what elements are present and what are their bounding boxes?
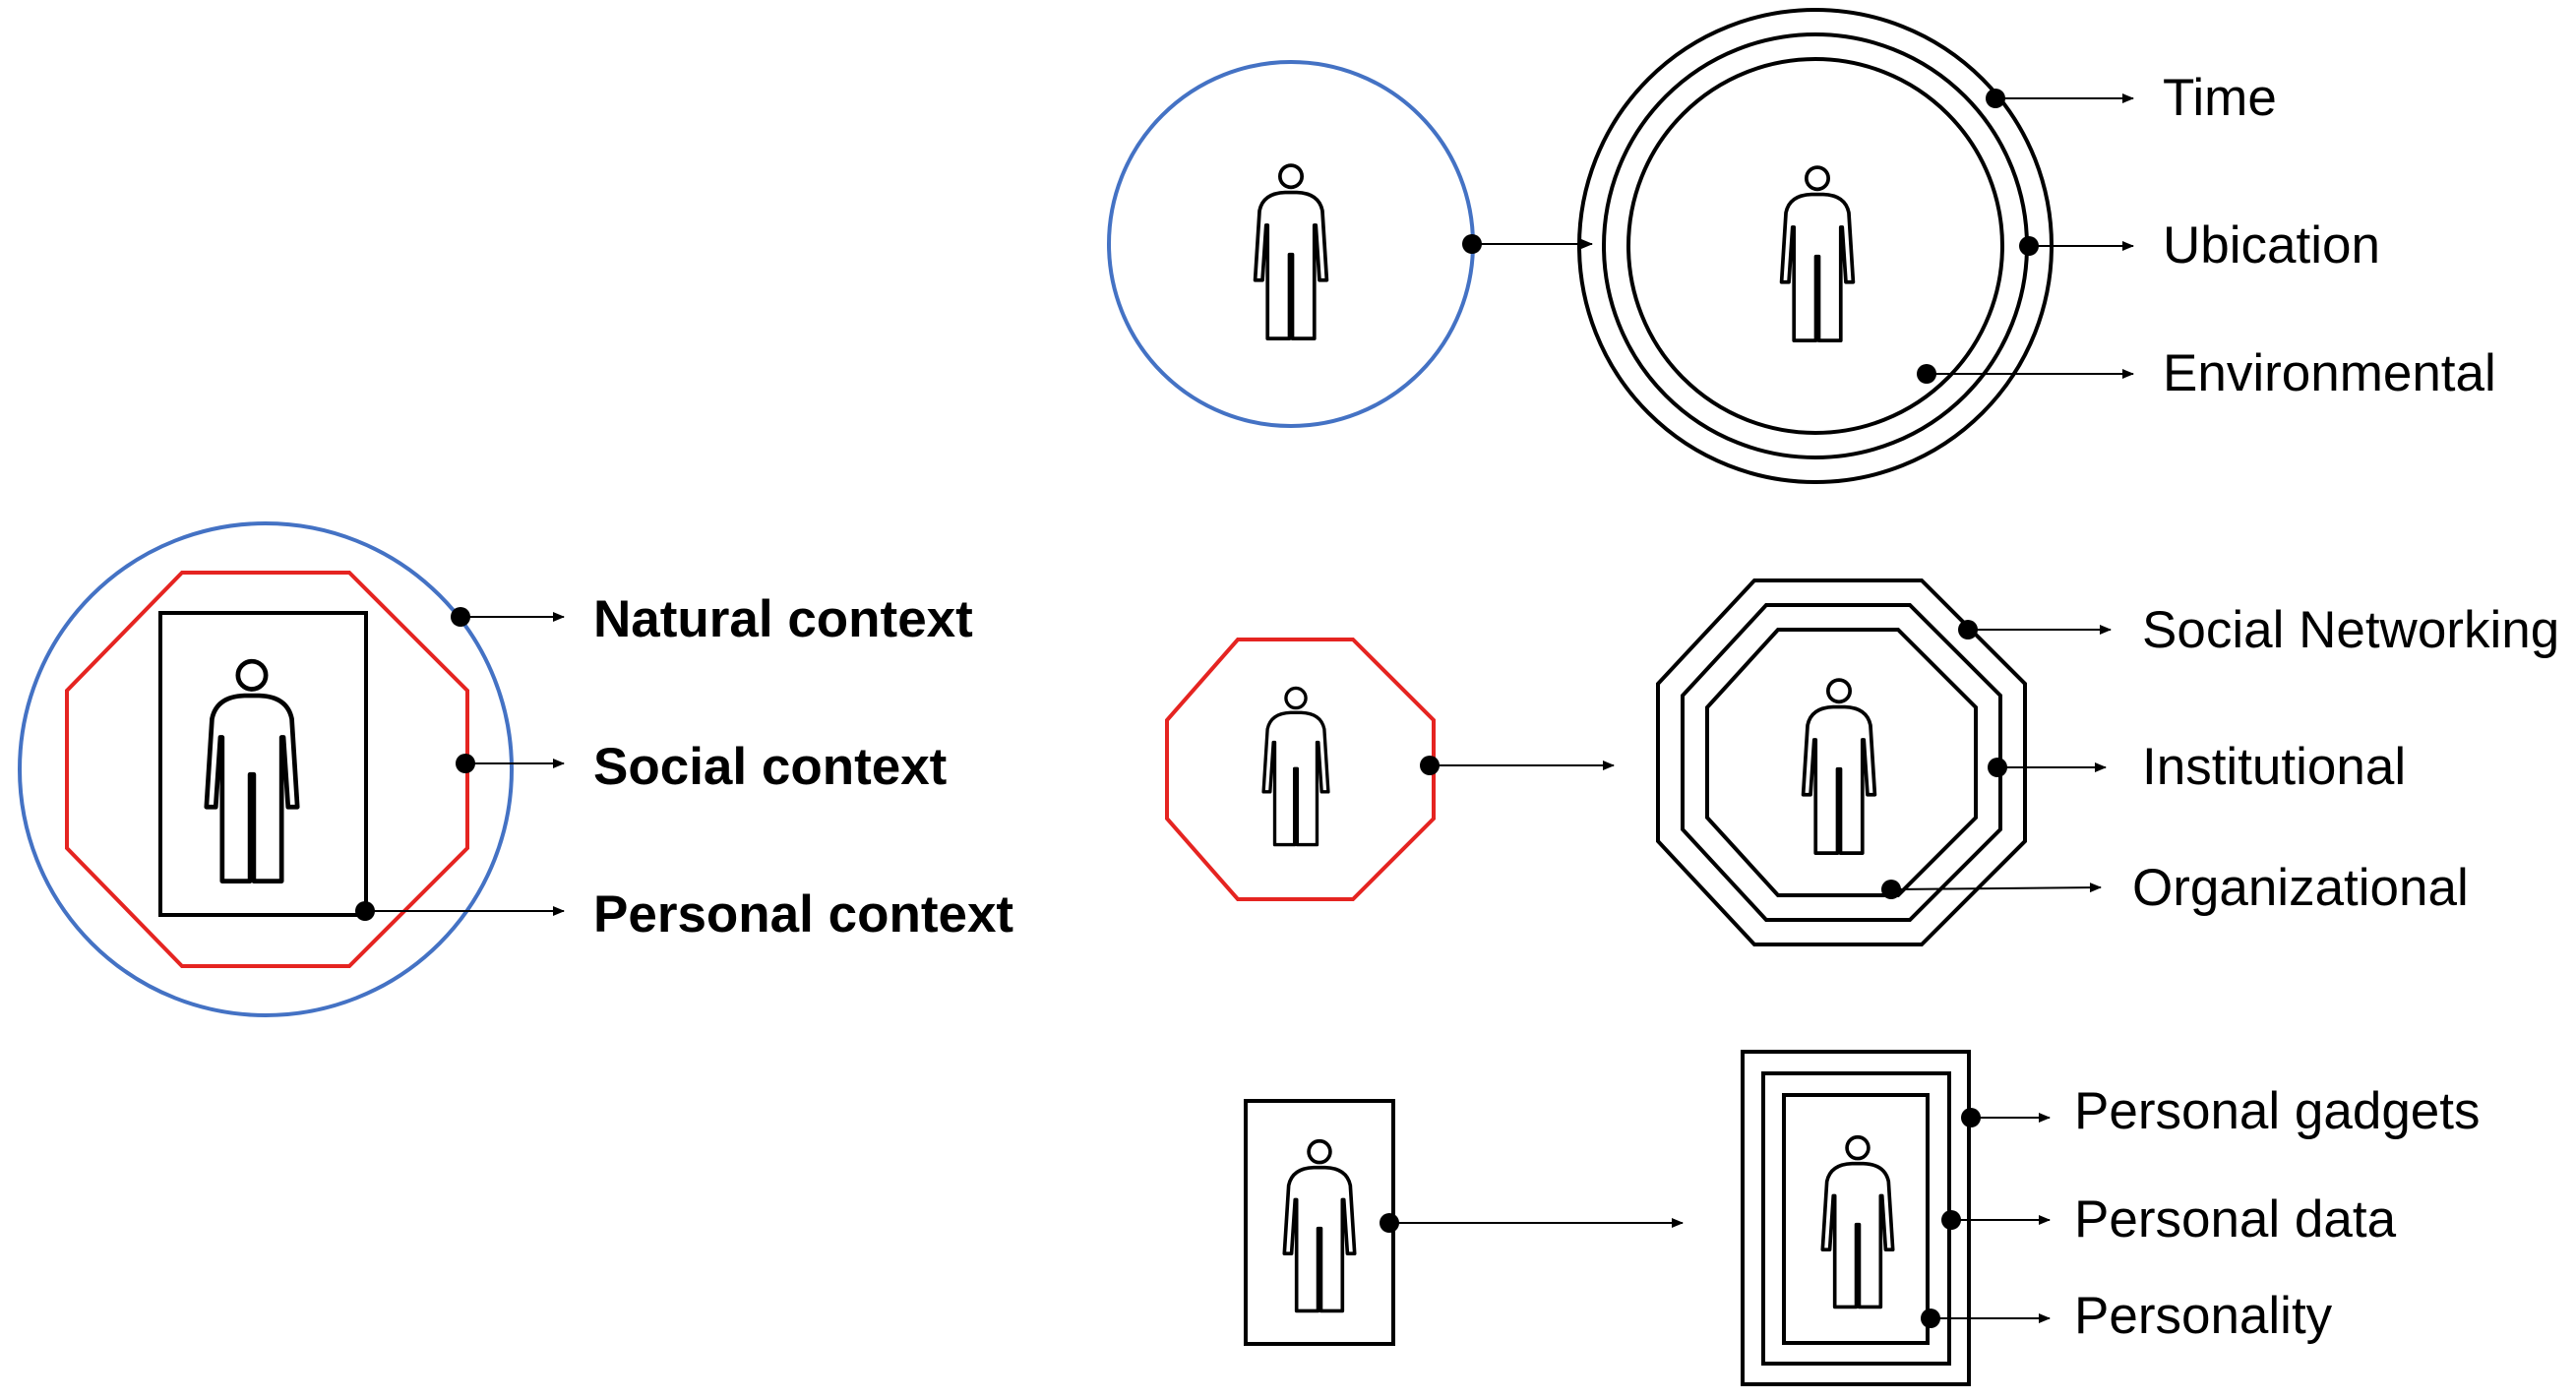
social-networking-label: Social Networking	[2142, 601, 2559, 659]
institutional-label: Institutional	[2142, 738, 2406, 796]
overview-group: Natural context Social context Personal …	[18, 521, 1013, 1017]
personal-context-rect	[158, 611, 368, 917]
overview-leaders	[355, 607, 565, 921]
person-icon	[1261, 686, 1330, 847]
person-icon	[207, 661, 297, 881]
social-outer-octagon	[1656, 578, 2027, 946]
natural-context-label: Natural context	[593, 590, 973, 648]
natural-row: Time Ubication Environmental	[1107, 8, 2496, 484]
time-label: Time	[2163, 69, 2277, 127]
personal-inner-rect	[1782, 1093, 1930, 1345]
social-leaders	[1881, 620, 2112, 899]
personal-outer-rect	[1741, 1050, 1971, 1386]
social-context-octagon	[65, 571, 469, 968]
ubication-label: Ubication	[2163, 216, 2380, 274]
person-icon	[1801, 678, 1877, 856]
person-icon	[1253, 163, 1329, 341]
personal-context-label: Personal context	[593, 885, 1013, 943]
person-icon	[1779, 165, 1856, 343]
social-middle-octagon	[1681, 603, 2002, 922]
social-row: Social Networking Institutional Organiza…	[1165, 578, 2559, 946]
social-context-label: Social context	[593, 738, 947, 796]
personal-gadgets-label: Personal gadgets	[2074, 1082, 2481, 1140]
natural-context-circle	[18, 521, 514, 1017]
personal-row: Personal gadgets Personal data Personali…	[1244, 1050, 2481, 1386]
personal-leaders	[1921, 1108, 2051, 1328]
personality-label: Personality	[2074, 1287, 2333, 1345]
person-icon	[1282, 1138, 1357, 1313]
social-simple-octagon	[1165, 638, 1436, 901]
natural-leaders	[1917, 89, 2134, 384]
organizational-label: Organizational	[2132, 859, 2469, 917]
personal-data-label: Personal data	[2074, 1190, 2397, 1248]
person-icon	[1820, 1134, 1895, 1309]
environmental-label: Environmental	[2163, 344, 2496, 402]
natural-inner-ring	[1626, 57, 2004, 435]
